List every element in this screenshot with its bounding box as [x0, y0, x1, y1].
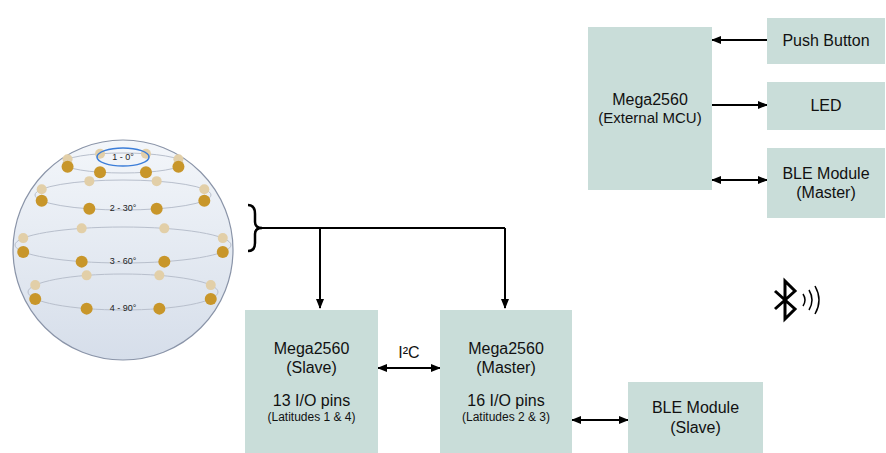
latitude-label: 3 - 60°	[110, 256, 137, 266]
highlight-ellipse	[97, 148, 149, 166]
box-text: Mega2560	[468, 339, 544, 358]
bus-label: I²C	[396, 344, 421, 362]
box-text: 16 I/O pins	[467, 391, 544, 410]
mcu-box: BLE Module (Slave)	[628, 382, 763, 453]
box-text: Mega2560	[274, 339, 350, 358]
latitude-label: 1 - 0°	[112, 152, 134, 162]
box-text: 13 I/O pins	[273, 391, 350, 410]
mcu-box: BLE Module (Master)	[767, 148, 885, 218]
box-text: BLE Module (Slave)	[634, 398, 757, 436]
box-text: (Latitudes 1 & 4)	[267, 410, 355, 424]
box-text: Push Button	[782, 31, 869, 50]
signal-arrow	[712, 104, 767, 106]
box-text: LED	[810, 96, 841, 115]
box-text: (External MCU)	[598, 109, 701, 127]
mcu-box: Mega2560(Slave) 13 I/O pins(Latitudes 1 &…	[245, 310, 378, 453]
box-text: (Slave)	[286, 358, 337, 377]
mcu-box: Mega2560(External MCU)	[588, 27, 712, 190]
box-text: (Latitudes 2 & 3)	[462, 410, 550, 424]
sphere-outline	[13, 140, 233, 360]
latitude-label: 4 - 90°	[110, 303, 137, 313]
bracket	[248, 205, 262, 251]
box-text: (Master)	[476, 358, 536, 377]
latitude-rings	[15, 153, 231, 310]
bracket-arrow	[319, 228, 321, 308]
signal-arrow	[712, 179, 767, 181]
led-dots	[17, 149, 229, 315]
bracket-arrow	[504, 228, 506, 308]
box-text: BLE Module (Master)	[773, 164, 879, 202]
signal-arrow	[378, 367, 440, 369]
mcu-box: Push Button	[767, 18, 885, 64]
box-text: Mega2560	[612, 90, 688, 109]
mcu-box: LED	[767, 82, 885, 130]
latitude-label: 2 - 30°	[110, 203, 137, 213]
bracket-wire	[262, 227, 505, 229]
bluetooth-symbol	[775, 281, 819, 319]
signal-arrow	[712, 39, 767, 41]
signal-arrow	[572, 419, 628, 421]
mcu-box: Mega2560(Master) 16 I/O pins(Latitudes 2 …	[440, 310, 572, 453]
